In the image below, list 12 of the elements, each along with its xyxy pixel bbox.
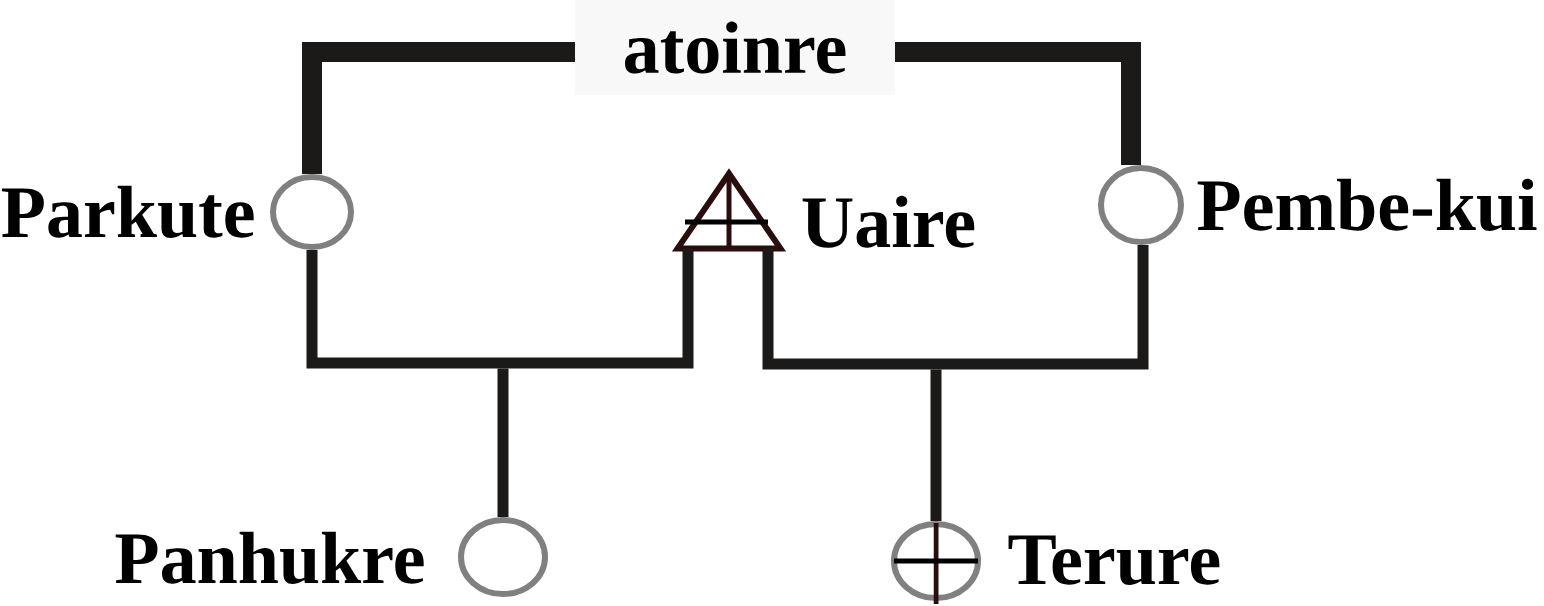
connector-line bbox=[306, 250, 503, 369]
edge-label: atoinre bbox=[575, 0, 895, 95]
person-name: Panhukre bbox=[115, 531, 424, 584]
person-name: Terure bbox=[1008, 535, 1220, 585]
descent-line bbox=[497, 368, 509, 517]
connector-line bbox=[762, 248, 936, 370]
descent-line bbox=[930, 369, 942, 521]
person-name: Pembe-kui bbox=[1197, 178, 1537, 231]
connector-line bbox=[936, 245, 1149, 370]
connector-line bbox=[503, 248, 694, 369]
person-name: Parkute bbox=[2, 185, 254, 238]
person-name: Uaire bbox=[802, 195, 975, 248]
